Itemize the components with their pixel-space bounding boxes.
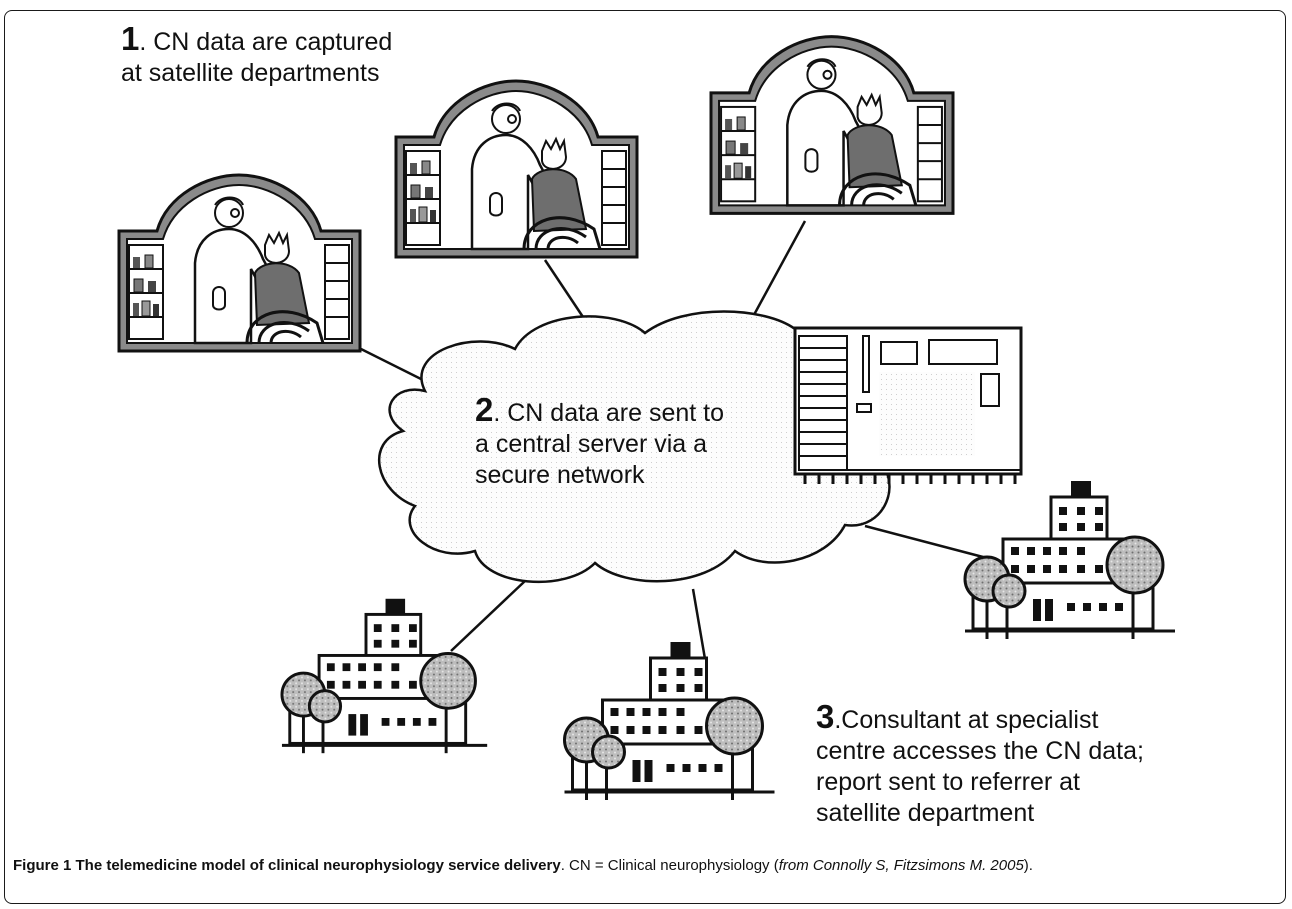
step-1-line-2: at satellite departments — [121, 59, 380, 87]
step-1-line-1: . CN data are captured — [139, 28, 393, 56]
step-2-line-3: secure network — [475, 461, 645, 489]
step-3-line-4: satellite department — [816, 799, 1035, 827]
step-3-label: 3.Consultant at specialist centre access… — [816, 698, 1144, 829]
step-2-line-1: . CN data are sent to — [493, 399, 725, 427]
step-3-line-1: .Consultant at specialist — [834, 706, 1099, 734]
step-3-line-3: report sent to referrer at — [816, 768, 1081, 796]
hospital-icon — [280, 597, 489, 755]
caption-source: from Connolly S, Fitzsimons M. 2005 — [778, 857, 1024, 874]
step-1-label: 1. CN data are captured at satellite dep… — [121, 20, 393, 89]
step-2-number: 2 — [475, 391, 494, 428]
hospital-icon — [562, 640, 777, 800]
caption-end: ). — [1023, 857, 1033, 874]
step-1-number: 1 — [121, 20, 140, 57]
step-2-line-2: a central server via a — [475, 430, 708, 458]
figure-frame: 1. CN data are captured at satellite dep… — [4, 10, 1286, 904]
server-icon — [793, 326, 1023, 484]
clinic-icon — [394, 79, 639, 259]
clinic-icon — [709, 35, 955, 215]
clinic-icon — [117, 173, 362, 353]
caption-title: Figure 1 The telemedicine model of clini… — [13, 857, 561, 874]
hospital-icon — [963, 479, 1177, 641]
step-2-label: 2. CN data are sent to a central server … — [475, 391, 725, 491]
figure-caption: Figure 1 The telemedicine model of clini… — [13, 855, 1277, 877]
step-3-line-2: centre accesses the CN data; — [816, 737, 1144, 765]
cloud-icon — [377, 310, 900, 584]
diagram-illustration — [117, 35, 1177, 800]
step-3-number: 3 — [816, 698, 835, 735]
caption-body: . CN = Clinical neurophysiology ( — [560, 857, 779, 874]
